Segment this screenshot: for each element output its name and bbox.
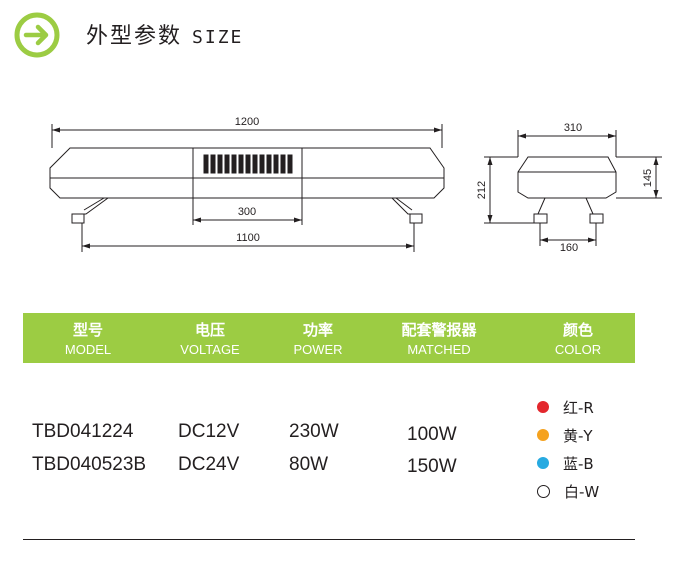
column-header-power: 功率 POWER bbox=[293, 321, 343, 357]
dim-label-mount-width: 300 bbox=[238, 206, 256, 218]
power-cell: 230W bbox=[289, 421, 339, 442]
color-item-red: 红-R bbox=[537, 397, 594, 417]
matched-cell: 100W bbox=[407, 424, 457, 445]
yellow-dot-icon bbox=[537, 429, 549, 441]
dim-label-side-width: 310 bbox=[564, 122, 582, 134]
matched-cell: 150W bbox=[407, 456, 457, 477]
column-header-matched: 配套警报器 MATCHED bbox=[401, 321, 477, 357]
model-cell: TBD040523B bbox=[32, 454, 147, 475]
bottom-divider bbox=[23, 539, 635, 540]
voltage-cell: DC24V bbox=[178, 454, 240, 475]
dimension-drawing: 1200 300 1100 310 145 212 160 bbox=[49, 116, 662, 254]
column-header-model: 型号 MODEL bbox=[64, 321, 112, 357]
red-dot-icon bbox=[537, 401, 549, 413]
dim-label-total-length: 1200 bbox=[235, 116, 259, 128]
column-header-voltage: 电压 VOLTAGE bbox=[180, 321, 240, 357]
color-item-blue: 蓝-B bbox=[537, 453, 594, 473]
white-dot-icon bbox=[537, 484, 550, 498]
model-cell: TBD041224 bbox=[32, 421, 134, 442]
arrow-right-circle-icon bbox=[14, 12, 60, 58]
dim-label-total-height: 212 bbox=[476, 181, 488, 199]
dim-label-mount-span: 1100 bbox=[236, 232, 260, 244]
power-cell: 80W bbox=[289, 454, 329, 475]
mounting-bracket-left bbox=[71, 197, 109, 224]
lightbar-side-view bbox=[517, 156, 617, 224]
spec-table-header: 型号 MODEL 电压 VOLTAGE 功率 POWER 配套警报器 MATCH… bbox=[23, 313, 635, 363]
voltage-cell: DC12V bbox=[178, 421, 240, 442]
page-title: 外型参数 SIZE bbox=[86, 18, 243, 50]
column-header-color: 颜色 COLOR bbox=[554, 321, 602, 357]
dim-label-body-height: 145 bbox=[642, 169, 654, 187]
title-chinese: 外型参数 bbox=[86, 24, 183, 49]
speaker-grille bbox=[203, 154, 293, 174]
lightbar-front-view bbox=[49, 147, 445, 199]
blue-dot-icon bbox=[537, 457, 549, 469]
dim-label-bracket-span: 160 bbox=[560, 242, 578, 254]
title-english: SIZE bbox=[192, 27, 244, 48]
color-item-yellow: 黄-Y bbox=[537, 425, 593, 445]
mounting-bracket-right bbox=[391, 197, 423, 224]
color-item-white: 白-W bbox=[537, 481, 599, 501]
